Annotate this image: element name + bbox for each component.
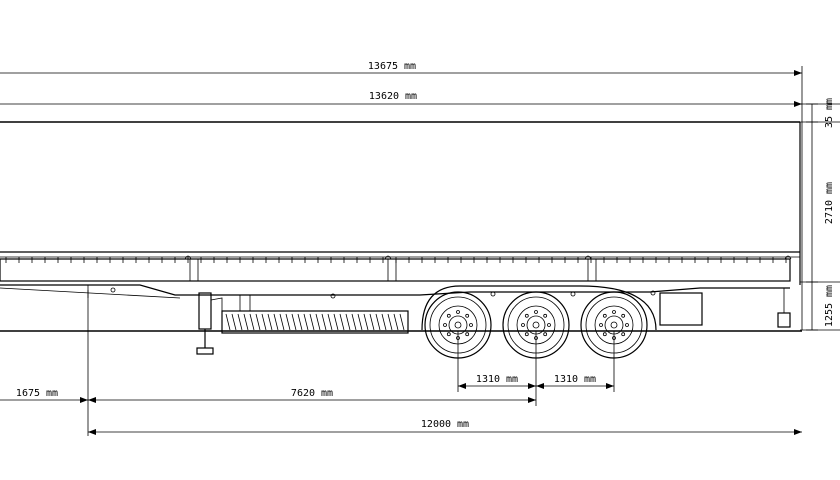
rear-bumper (777, 288, 791, 328)
dim-total-length: 12000 mm (88, 419, 802, 435)
dim-axle-spacing-2-label: 1310 mm (554, 374, 596, 385)
dim-total-length-label: 12000 mm (421, 419, 469, 430)
side-guard-box (221, 295, 409, 334)
dim-overall-length: 13675 mm (0, 61, 802, 76)
dim-overall-length-label: 13675 mm (368, 61, 416, 72)
spare-tire-box (659, 292, 703, 326)
dim-kingpin-to-axle: 7620 mm (88, 388, 536, 403)
dim-axle-spacing-1-label: 1310 mm (476, 374, 518, 385)
chassis (0, 284, 790, 299)
side-boards (0, 255, 792, 282)
dim-roof-height-label: 35 mm (824, 98, 835, 128)
landing-gear (196, 292, 223, 355)
dim-front-overhang: 1675 mm (0, 388, 88, 403)
trailer-body (0, 121, 801, 285)
dim-body-length-label: 13620 mm (369, 91, 417, 102)
mudguard (421, 285, 657, 331)
dim-kingpin-to-axle-label: 7620 mm (291, 388, 333, 399)
dim-deck-height-label: 1255 mm (824, 285, 835, 327)
dim-body-length: 13620 mm (0, 91, 802, 107)
dim-body-height-label: 2710 mm (824, 182, 835, 224)
dim-front-overhang-label: 1675 mm (16, 388, 58, 399)
dim-axle-spacing: 1310 mm 1310 mm (458, 374, 614, 389)
